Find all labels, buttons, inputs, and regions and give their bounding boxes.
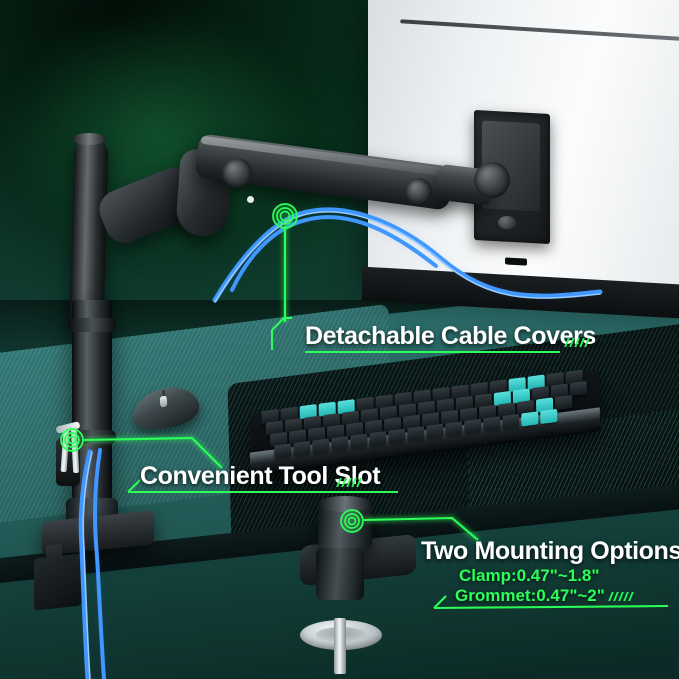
callout-label-mounting-options: Two Mounting Options xyxy=(421,537,679,565)
keyboard-key xyxy=(350,433,368,449)
callout-sub-clamp: Clamp:0.47"~1.8" xyxy=(459,566,600,585)
keyboard-key xyxy=(312,438,330,454)
keyboard-key xyxy=(521,411,539,427)
mouse-scroll-wheel xyxy=(159,395,168,408)
callout-label-tool-slot: Convenient Tool Slot xyxy=(140,462,381,490)
grommet-collar-top xyxy=(318,496,372,512)
keyboard-key xyxy=(502,413,520,429)
pole-ring-upper xyxy=(68,318,116,332)
gas-spring-cap xyxy=(72,133,106,145)
keyboard-key xyxy=(569,381,587,397)
keyboard-key xyxy=(293,440,311,457)
callout-sub-grommet: Grommet:0.47"~2" xyxy=(455,586,605,605)
keyboard-key xyxy=(388,428,406,444)
keyboard-key xyxy=(445,421,463,437)
keyboard-key xyxy=(331,435,349,452)
arm-screw-dot xyxy=(247,196,254,203)
keyboard-key xyxy=(369,431,387,447)
callout-label-cable-covers: Detachable Cable Covers xyxy=(305,322,596,350)
arm-pivot-rear xyxy=(222,158,252,188)
keyboard-key xyxy=(554,394,573,411)
decor-dashes-1 xyxy=(564,338,590,347)
arm-pivot-front xyxy=(474,162,510,198)
arm-pivot-mid xyxy=(405,178,432,205)
keyboard-key xyxy=(540,408,558,425)
keyboard-key xyxy=(464,418,482,434)
vesa-tilt-knob xyxy=(498,216,516,229)
keyboard-key xyxy=(426,423,444,439)
decor-dashes-2 xyxy=(336,478,362,487)
grommet-bolt xyxy=(334,618,346,674)
keyboard-key xyxy=(483,416,501,432)
keyboard-key xyxy=(407,426,425,442)
decor-dashes-3 xyxy=(608,592,634,601)
keyboard-key xyxy=(274,443,292,459)
grommet-tube xyxy=(316,548,364,600)
